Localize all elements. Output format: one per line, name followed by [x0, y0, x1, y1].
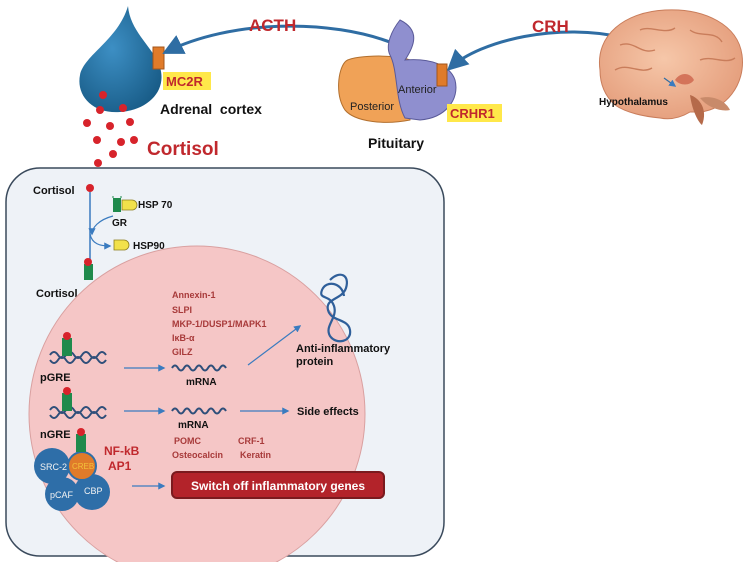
gene-annexin: Annexin-1 [172, 290, 216, 300]
nfkb-label: NF-kB [104, 444, 140, 458]
switch-off-label: Switch off inflammatory genes [191, 479, 365, 493]
upregulated-genes-list: Annexin-1 SLPI MKP-1/DUSP1/MAPK1 IκB-α G… [172, 290, 267, 357]
protein-icon [320, 273, 352, 343]
hsp70-label: HSP 70 [138, 200, 173, 211]
cortisol-gr-complex-icon [84, 258, 93, 280]
mrna-1-icon [171, 364, 227, 372]
crhr1-highlight [447, 104, 502, 122]
acth-arrow [162, 24, 396, 54]
creb-label: CREB [72, 462, 94, 471]
cortisol-molecule-icon [86, 184, 94, 192]
crhr1-label: CRHR1 [450, 106, 495, 121]
hsp90-icon [113, 239, 130, 251]
ap1-label: AP1 [108, 459, 132, 473]
pgre-dna-icon [49, 332, 107, 364]
switch-off-box [171, 471, 385, 499]
coactivator-complex-icon [34, 428, 110, 511]
pituitary-posterior [338, 55, 411, 123]
gr-label: GR [112, 218, 128, 229]
gene-slpi: SLPI [172, 305, 192, 315]
crh-label: CRH [532, 17, 569, 36]
mc2r-receptor-icon [152, 46, 165, 70]
gene-pomc: POMC [174, 436, 202, 446]
mc2r-label: MC2R [166, 74, 203, 89]
gene-osteocalcin: Osteocalcin [172, 450, 223, 460]
hypothalamus-label: Hypothalamus [599, 97, 668, 108]
side-effects-label: Side effects [297, 406, 359, 418]
protein-label: protein [296, 356, 334, 368]
cortisol-label: Cortisol [147, 139, 219, 160]
adrenal-cortex-label: Adrenal cortex [160, 101, 262, 117]
gene-gilz: GILZ [172, 347, 193, 357]
gr-binding-arrow [88, 215, 114, 236]
cell-cortisol-label: Cortisol [33, 185, 75, 197]
hsp90-label: HSP90 [133, 241, 165, 252]
src2-label: SRC-2 [40, 462, 67, 472]
acth-label: ACTH [249, 16, 296, 35]
posterior-label: Posterior [350, 101, 394, 113]
brain-image [598, 9, 743, 125]
mrna-2-icon [171, 407, 227, 415]
gr-hsp70-complex-icon [112, 196, 138, 212]
downregulated-genes-list: POMC CRF-1 Osteocalcin Keratin [172, 436, 271, 460]
mc2r-highlight [163, 72, 211, 90]
mrna-2-label: mRNA [178, 420, 209, 431]
adrenal-gland-shape [79, 6, 162, 113]
crh-arrow [446, 30, 626, 71]
gene-keratin: Keratin [240, 450, 271, 460]
anti-inflammatory-label: Anti-inflammatory [296, 343, 391, 355]
ngre-label: nGRE [40, 429, 71, 441]
translation-arrow [247, 325, 302, 366]
gene-mkp1: MKP-1/DUSP1/MAPK1 [172, 319, 267, 329]
anterior-label: Anterior [398, 84, 437, 96]
ngre-dna-icon [49, 387, 107, 419]
gene-ikba: IκB-α [172, 333, 195, 343]
hsp90-release-arrow [89, 233, 112, 250]
gene-crf1: CRF-1 [238, 436, 265, 446]
mrna-1-label: mRNA [186, 377, 217, 388]
pituitary-label: Pituitary [368, 135, 424, 151]
crhr1-receptor-icon [436, 63, 448, 87]
pcaf-label: pCAF [50, 490, 74, 500]
cbp-label: CBP [84, 486, 103, 496]
cortisol-dots [83, 91, 138, 167]
pituitary-anterior [387, 19, 457, 121]
pgre-label: pGRE [40, 372, 71, 384]
